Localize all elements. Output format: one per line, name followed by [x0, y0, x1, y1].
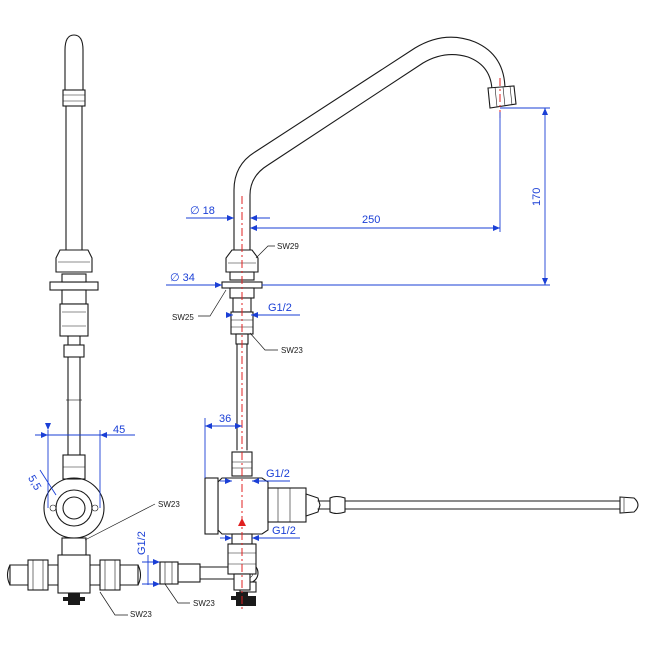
wrench-size-sw23-upper: SW23 [281, 346, 303, 355]
dimension-pipe-diameter: ∅ 18 [190, 205, 215, 217]
dimension-flange-diameter: ∅ 34 [170, 272, 195, 284]
wrench-size-sw23-side: SW23 [158, 500, 180, 509]
dimension-thread-side: G1/2 [136, 531, 148, 555]
dimension-reach: 250 [362, 214, 380, 226]
dimension-angle: 5,5 [25, 473, 43, 492]
dimension-thread-valve-bottom: G1/2 [272, 525, 296, 537]
dimension-thread-upper: G1/2 [268, 302, 292, 314]
dimension-thread-valve-top: G1/2 [266, 468, 290, 480]
wrench-size-sw25: SW25 [172, 313, 194, 322]
dimension-45: 45 [113, 424, 125, 436]
front-view: ∅ 18 250 170 ∅ 34 SW29 SW25 G1/2 SW23 36 [166, 36, 639, 610]
wrench-size-sw23-lever: SW23 [193, 599, 215, 608]
dimension-height: 170 [531, 188, 543, 206]
side-view: 45 5,5 SW23 SW23 [6, 34, 180, 619]
wrench-size-sw29: SW29 [277, 242, 299, 251]
wrench-size-sw23-bottom: SW23 [130, 610, 152, 619]
dimension-offset: 36 [219, 413, 231, 425]
